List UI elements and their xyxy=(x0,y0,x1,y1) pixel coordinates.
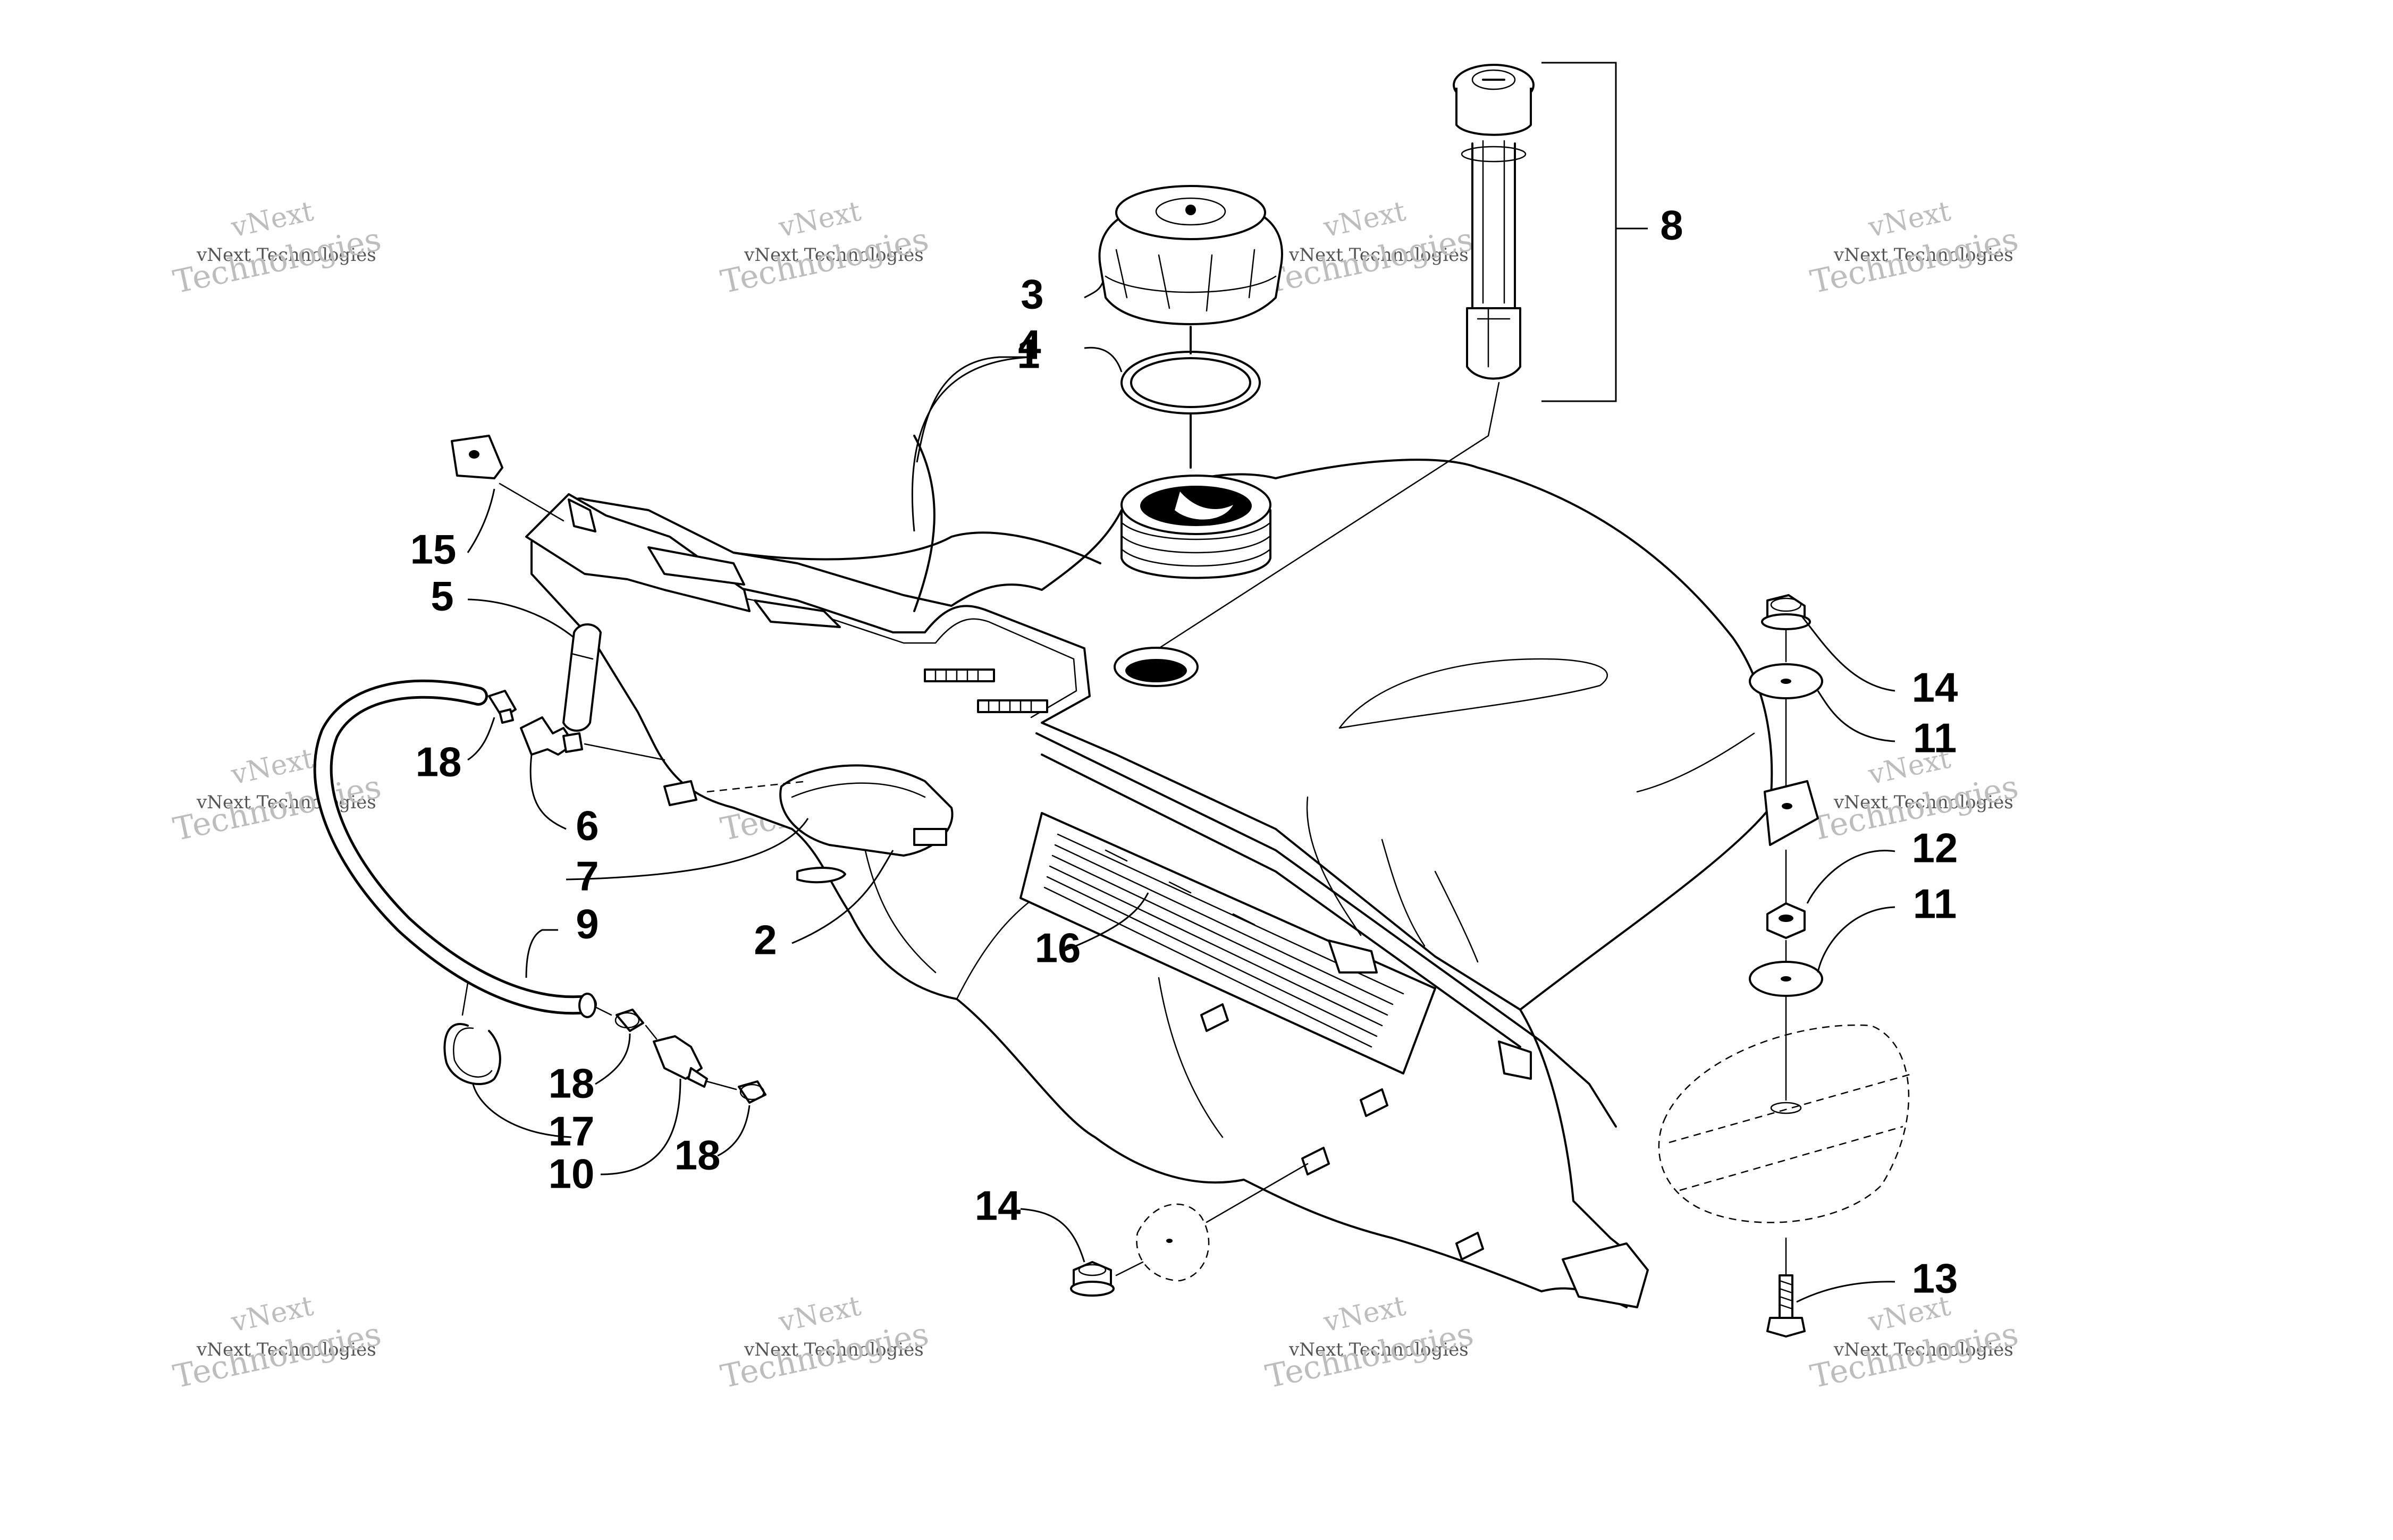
washer xyxy=(1749,663,1823,699)
callout-16: 16 xyxy=(1035,925,1081,971)
hose-strap xyxy=(562,623,602,732)
callout-11-upper: 11 xyxy=(1913,715,1957,761)
hex-nut xyxy=(1766,902,1806,939)
leader-lines xyxy=(467,281,1895,1303)
assembly-line xyxy=(461,982,469,1016)
callout-18-lower: 18 xyxy=(675,1132,721,1179)
clip xyxy=(451,435,503,479)
stud xyxy=(977,699,1048,713)
assembly-line xyxy=(499,483,564,522)
rubber-pad xyxy=(1136,1203,1210,1282)
mounting-pad xyxy=(1658,1024,1914,1223)
callout-2: 2 xyxy=(754,917,777,963)
callouts: 1 2 3 4 5 6 7 8 9 10 11 11 12 13 14 14 1… xyxy=(410,202,1958,1302)
fuel-tank xyxy=(525,435,1819,1308)
callout-15: 15 xyxy=(410,526,457,573)
hose-clamp xyxy=(738,1080,766,1104)
callout-3: 3 xyxy=(1021,271,1043,318)
callout-12: 12 xyxy=(1912,825,1958,871)
callout-18-upper: 18 xyxy=(416,739,462,785)
callout-5: 5 xyxy=(431,573,453,620)
gasket xyxy=(1120,351,1261,414)
stud xyxy=(1455,1232,1484,1260)
callout-13: 13 xyxy=(1912,1255,1958,1302)
stud xyxy=(1360,1088,1388,1117)
callout-18-middle: 18 xyxy=(549,1060,595,1107)
sender-opening xyxy=(1114,647,1199,687)
hose-clamp xyxy=(614,1009,644,1032)
fuel-hose xyxy=(313,679,597,1018)
fuel-valve xyxy=(706,764,954,857)
stud xyxy=(1301,1147,1330,1175)
flange-nut xyxy=(1070,1261,1115,1297)
callout-4: 4 xyxy=(1018,321,1041,368)
callout-14-lower: 14 xyxy=(975,1182,1021,1229)
fuel-level-sender xyxy=(1453,64,1535,380)
stud xyxy=(663,780,697,806)
assembly-line xyxy=(584,743,665,761)
stud xyxy=(924,669,995,682)
washer xyxy=(1749,961,1823,997)
callout-8: 8 xyxy=(1660,202,1683,249)
flange-nut xyxy=(1761,594,1811,630)
elbow-fitting xyxy=(520,716,583,756)
filler-neck xyxy=(1120,475,1271,579)
bolt xyxy=(1766,1274,1806,1338)
callout-17: 17 xyxy=(549,1108,595,1155)
assembly-line xyxy=(1115,1163,1309,1276)
hose-clamp-ring xyxy=(443,1023,501,1085)
callout-14-upper: 14 xyxy=(1912,664,1958,711)
callout-1: 1 xyxy=(1017,331,1040,377)
leader-line xyxy=(1541,62,1648,402)
warning-decal xyxy=(1019,812,1436,1074)
callout-6: 6 xyxy=(576,802,599,849)
stud xyxy=(1200,1003,1229,1032)
callout-11-lower: 11 xyxy=(1913,881,1957,927)
hose-clamp xyxy=(488,690,517,724)
assembly-line xyxy=(1158,382,1500,649)
callout-7: 7 xyxy=(576,853,599,900)
assembly-line xyxy=(594,1006,737,1090)
callout-10: 10 xyxy=(549,1150,595,1197)
callout-9: 9 xyxy=(576,901,599,947)
gas-cap xyxy=(1098,185,1283,325)
inline-fuel-filter xyxy=(653,1035,708,1088)
